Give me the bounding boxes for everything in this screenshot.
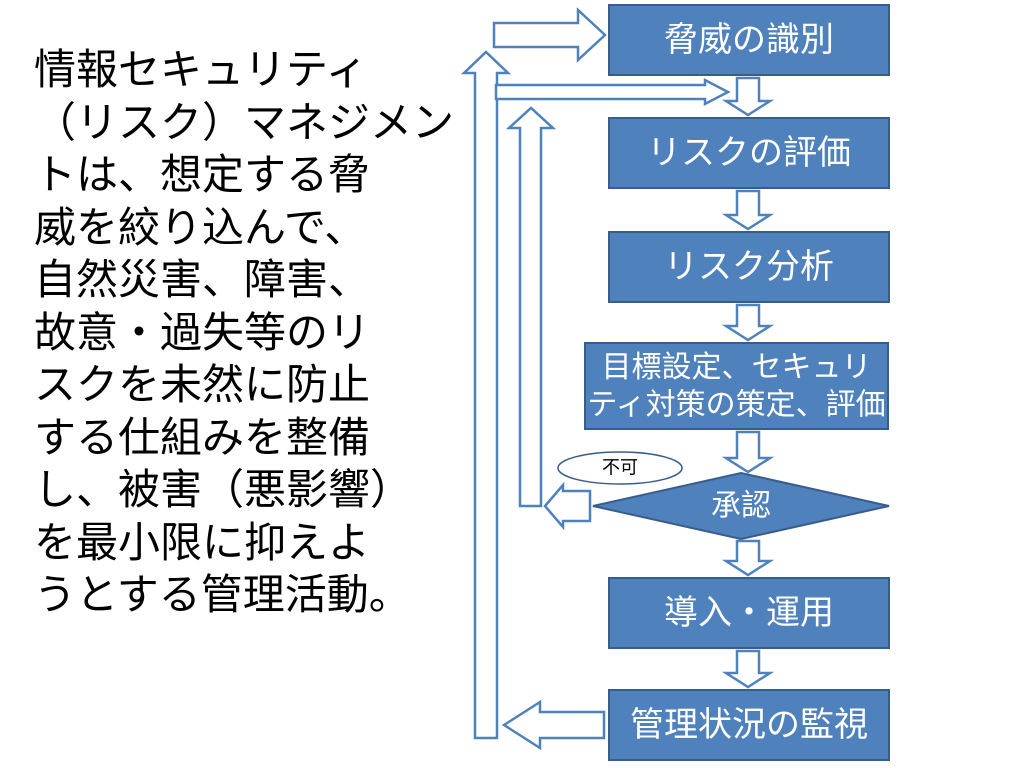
return-arrow-up <box>460 50 512 740</box>
description-line: 威を絞り込んで、 <box>34 202 367 252</box>
flow-step-box <box>584 342 889 430</box>
description-line: スクを未然に防止 <box>34 360 371 409</box>
description-line: し、被害（悪影響） <box>34 465 413 514</box>
description-line: トは、想定する脅 <box>34 150 371 199</box>
description-line: （リスク）マネジメン <box>34 97 455 147</box>
flow-step-label: 管理状況の監視 <box>630 705 868 745</box>
flow-step-box <box>608 4 890 76</box>
reject-note-label: 不可 <box>602 458 638 479</box>
reject-arrow-up <box>505 106 557 508</box>
reject-arrow-right <box>494 77 731 107</box>
flow-step-label: ティ対策の策定、評価 <box>587 387 885 422</box>
return-arrow-right <box>492 7 607 63</box>
decision-diamond <box>592 471 890 541</box>
flow-step-box <box>608 231 890 303</box>
description-text: 情報セキュリティ （リスク）マネジメン トは、想定する脅 威を絞り込んで、 自然… <box>34 44 454 622</box>
down-arrow <box>721 649 775 689</box>
flow-step-box <box>608 577 890 649</box>
description-line: 情報セキュリティ <box>34 45 368 94</box>
flow-step-label: リスクの評価 <box>647 133 851 173</box>
down-arrow <box>721 303 775 342</box>
flow-step-label: 脅威の識別 <box>664 20 834 60</box>
description-line: うとする管理活動。 <box>34 570 411 619</box>
down-arrow <box>721 539 775 577</box>
flow-step-box <box>608 117 890 189</box>
flow-step-label: リスク分析 <box>664 247 834 287</box>
return-arrow-left <box>501 699 606 751</box>
description-line: を最小限に抑えよ <box>34 517 371 567</box>
flow-step-box <box>608 689 890 761</box>
flow-step-label: 導入・運用 <box>664 593 834 633</box>
flow-step-label: 目標設定、セキュリ <box>602 350 872 385</box>
description-line: 自然災害、障害、 <box>34 255 371 304</box>
decision-label: 承認 <box>711 489 771 524</box>
down-arrow <box>721 430 775 474</box>
reject-note-bubble <box>557 451 683 485</box>
description-line: する仕組みを整備 <box>34 412 371 462</box>
reject-arrow-left <box>543 481 592 531</box>
down-arrow <box>721 76 775 117</box>
flow-arrows <box>460 7 775 751</box>
flow-steps: 脅威の識別リスクの評価リスク分析目標設定、セキュリティ対策の策定、評価導入・運用… <box>557 4 890 761</box>
description-line: 故意・過失等のリ <box>34 307 371 357</box>
down-arrow <box>721 189 775 231</box>
